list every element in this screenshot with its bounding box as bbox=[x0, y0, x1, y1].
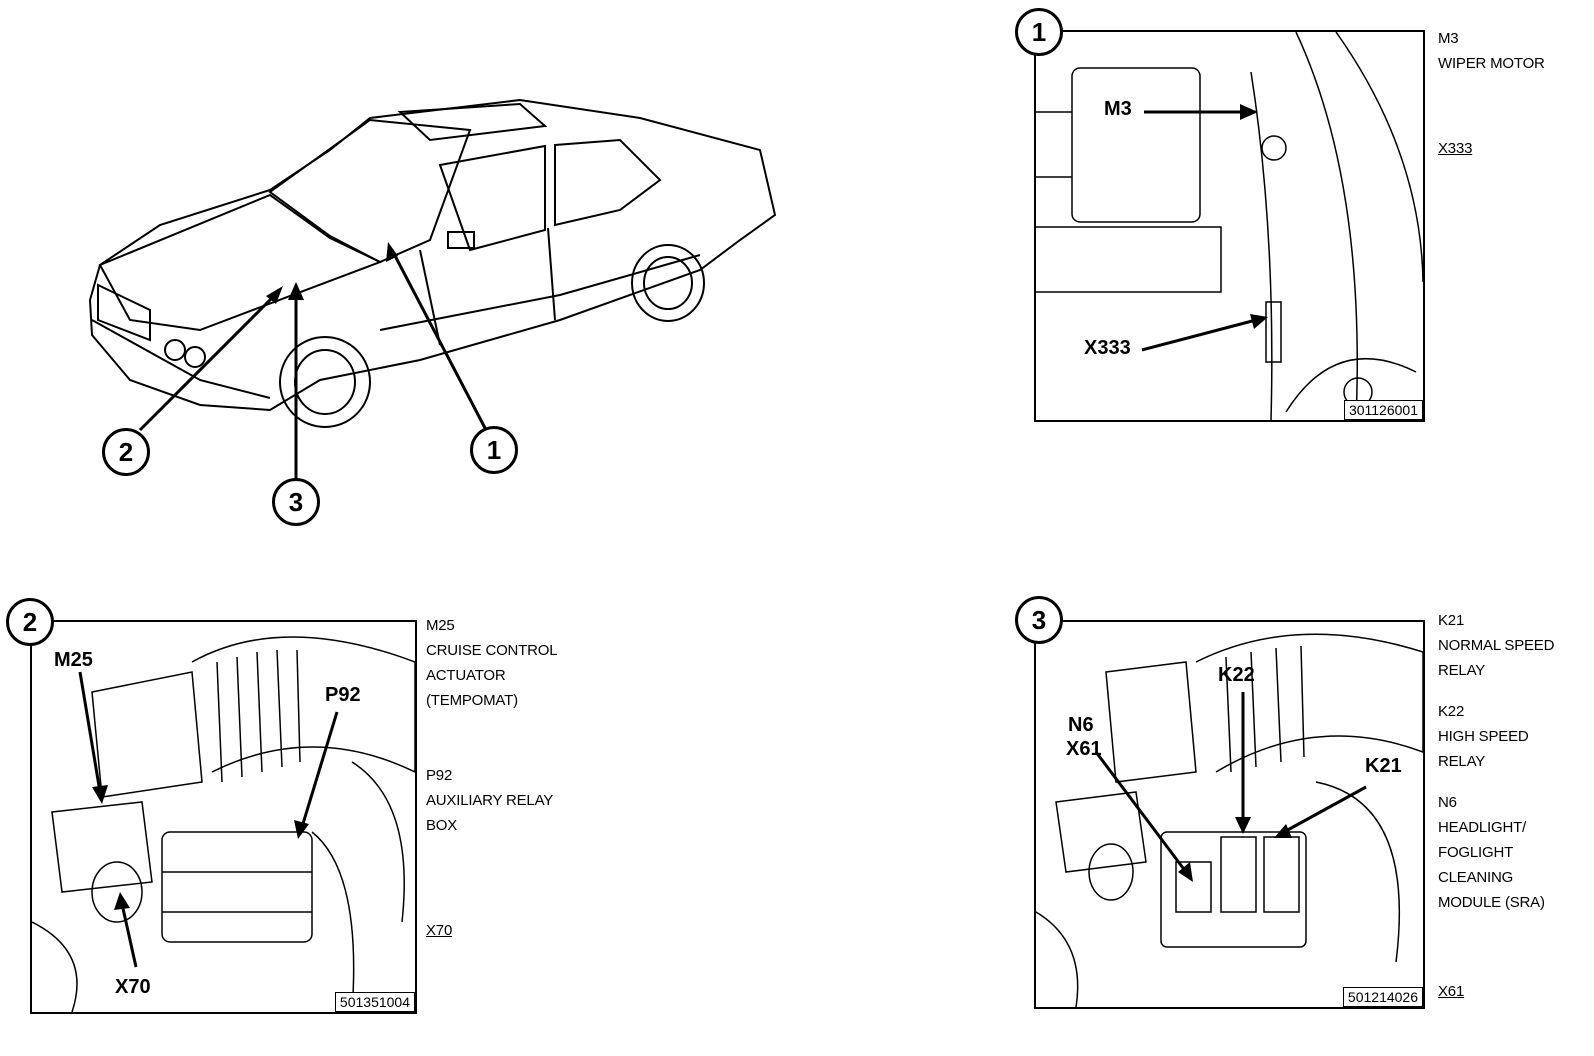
legend-desc-k22-2: RELAY bbox=[1438, 753, 1486, 770]
location-marker-2: 2 bbox=[102, 428, 150, 476]
callout-k21: K21 bbox=[1365, 755, 1402, 777]
panel-2-legend: M25 CRUISE CONTROL ACTUATOR (TEMPOMAT) P… bbox=[426, 613, 558, 943]
callout-p92: P92 bbox=[325, 684, 361, 706]
panel-3-code: 501214026 bbox=[1342, 987, 1423, 1007]
panel-3-number: 3 bbox=[1015, 596, 1063, 644]
legend-id-m3: M3 bbox=[1438, 30, 1459, 47]
callout-x333: X333 bbox=[1084, 337, 1131, 359]
legend-desc-m25-2: ACTUATOR bbox=[426, 667, 506, 684]
panel-2-code: 501351004 bbox=[334, 992, 415, 1012]
panel-1-code: 301126001 bbox=[1343, 400, 1423, 420]
location-marker-1: 1 bbox=[470, 426, 518, 474]
callout-x61: X61 bbox=[1066, 738, 1102, 760]
legend-id-n6: N6 bbox=[1438, 794, 1457, 811]
legend-desc-m25-1: CRUISE CONTROL bbox=[426, 642, 558, 659]
car-illustration bbox=[88, 98, 777, 480]
legend-id-x333: X333 bbox=[1438, 140, 1473, 157]
callout-n6: N6 bbox=[1068, 714, 1094, 736]
legend-id-x61: X61 bbox=[1438, 983, 1465, 1000]
legend-id-p92: P92 bbox=[426, 767, 453, 784]
panel-1-legend: M3 WIPER MOTOR X333 bbox=[1438, 26, 1545, 161]
legend-id-k21: K21 bbox=[1438, 612, 1465, 629]
legend-desc-n6-1: HEADLIGHT/ bbox=[1438, 819, 1527, 836]
panel-1-number: 1 bbox=[1015, 8, 1063, 56]
location-marker-3: 3 bbox=[272, 478, 320, 526]
callout-m25: M25 bbox=[54, 649, 93, 671]
legend-desc-m25-3: (TEMPOMAT) bbox=[426, 692, 518, 709]
legend-desc-m3: WIPER MOTOR bbox=[1438, 55, 1545, 72]
panel-2-number: 2 bbox=[6, 598, 54, 646]
legend-desc-p92-1: AUXILIARY RELAY bbox=[426, 792, 554, 809]
callout-m3: M3 bbox=[1104, 98, 1132, 120]
legend-id-m25: M25 bbox=[426, 617, 455, 634]
panel-3-legend: K21 NORMAL SPEED RELAY K22 HIGH SPEED RE… bbox=[1438, 608, 1554, 1004]
panel-1-figure: 301126001 bbox=[1034, 30, 1425, 422]
panel-3-figure: 501214026 bbox=[1034, 620, 1425, 1009]
panel-2-figure: 501351004 bbox=[30, 620, 417, 1014]
callout-x70: X70 bbox=[115, 976, 151, 998]
legend-desc-n6-3: CLEANING bbox=[1438, 869, 1514, 886]
legend-desc-n6-4: MODULE (SRA) bbox=[1438, 894, 1545, 911]
legend-desc-n6-2: FOGLIGHT bbox=[1438, 844, 1514, 861]
legend-desc-k21-2: RELAY bbox=[1438, 662, 1486, 679]
legend-desc-p92-2: BOX bbox=[426, 817, 458, 834]
callout-k22: K22 bbox=[1218, 664, 1255, 686]
legend-desc-k21-1: NORMAL SPEED bbox=[1438, 637, 1555, 654]
legend-desc-k22-1: HIGH SPEED bbox=[1438, 728, 1529, 745]
legend-id-k22: K22 bbox=[1438, 703, 1465, 720]
car-overview: 2 3 1 bbox=[0, 0, 820, 540]
legend-id-x70: X70 bbox=[426, 922, 453, 939]
